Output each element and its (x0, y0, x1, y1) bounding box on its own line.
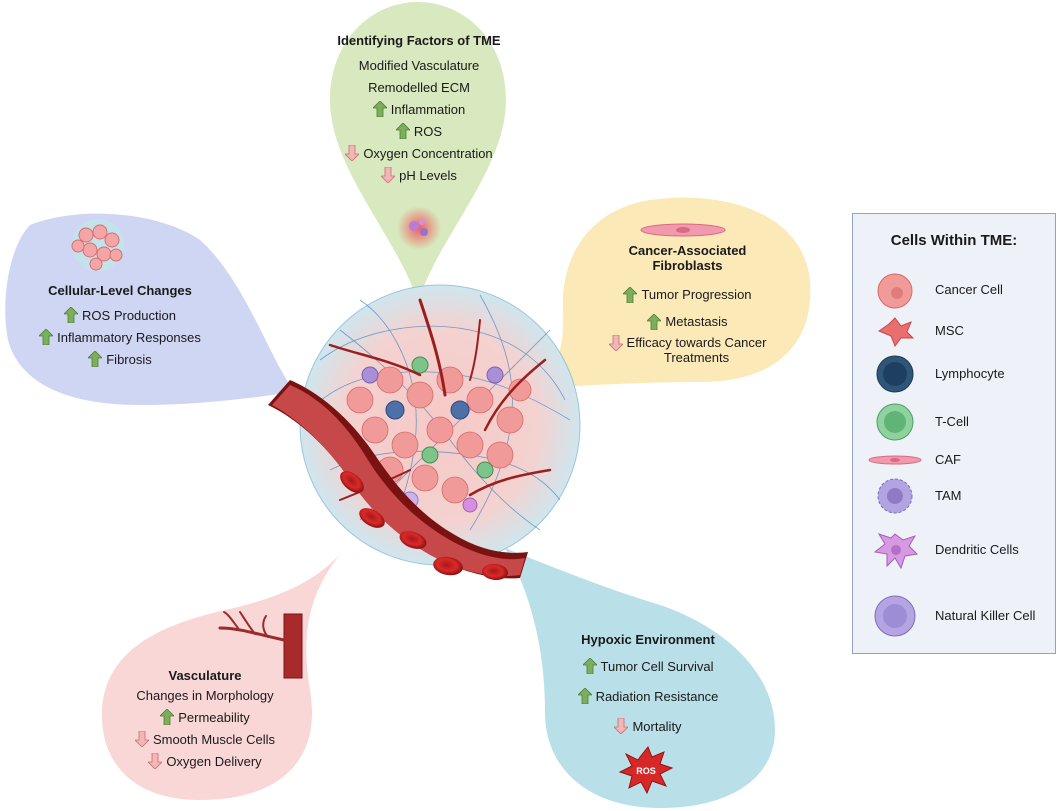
up-arrow-icon (160, 709, 175, 725)
cell-dot (419, 219, 425, 225)
legend-item-label: MSC (935, 323, 964, 338)
panel-item: Efficacy towards Cancer Treatments (605, 335, 770, 365)
cell-dot (420, 228, 428, 236)
panel-item: Metastasis (605, 308, 770, 335)
tumor-cluster-glow-icon (397, 206, 441, 250)
t-cell-icon (876, 403, 914, 441)
panel-item: Changes in Morphology (120, 684, 290, 706)
panel-item-label: Oxygen Delivery (166, 753, 262, 769)
panel-item-label: Modified Vasculature (358, 57, 480, 73)
legend-item-label: Cancer Cell (935, 282, 1003, 297)
panel-item-label: Fibrosis (106, 351, 152, 367)
panel-item-label: Changes in Morphology (136, 687, 274, 703)
panel-item: Inflammation (336, 98, 502, 120)
nk-cell-icon (874, 595, 916, 637)
panel-item: Radiation Resistance (548, 681, 748, 711)
panel-item: Tumor Progression (605, 281, 770, 308)
up-arrow-icon (647, 313, 662, 330)
down-arrow-icon (345, 145, 360, 161)
panel-cancer-associated-fibroblasts: Cancer-Associated Fibroblasts Tumor Prog… (605, 243, 770, 365)
panel-title: Cellular-Level Changes (48, 283, 192, 298)
up-arrow-icon (88, 351, 103, 367)
panel-bottom-left-droplet (101, 548, 345, 800)
down-arrow-icon (381, 167, 396, 183)
panel-item: Mortality (548, 711, 748, 741)
cancer-cell-icon (877, 273, 913, 309)
panel-item-label: ROS Production (82, 307, 176, 323)
legend-item-label: TAM (935, 488, 962, 503)
panel-item-label: Tumor Progression (641, 287, 752, 302)
up-arrow-icon (39, 329, 54, 345)
panel-item: ROS Production (20, 304, 220, 326)
up-arrow-icon (64, 307, 79, 323)
tam-icon (877, 478, 913, 514)
legend-title: Cells Within TME: (890, 232, 1018, 249)
up-arrow-icon (623, 286, 638, 303)
vessel-branch-icon (218, 611, 303, 679)
panel-item: Remodelled ECM (336, 76, 502, 98)
panel-item-label: Tumor Cell Survival (600, 658, 714, 674)
down-arrow-icon (134, 731, 149, 747)
panel-item-label: Inflammation (390, 101, 466, 117)
panel-item: pH Levels (336, 164, 502, 186)
panel-title: Cancer-Associated Fibroblasts (628, 243, 747, 273)
panel-item-label: Mortality (632, 718, 682, 734)
panel-item-label: Remodelled ECM (368, 79, 470, 95)
lymphocyte-icon (876, 355, 914, 393)
panel-item-label: Permeability (178, 709, 250, 725)
panel-identifying-factors: Identifying Factors of TME Modified Vasc… (336, 33, 502, 186)
panel-item-label: ROS (413, 123, 443, 139)
panel-item-label: Efficacy towards Cancer Treatments (626, 335, 767, 365)
caf-icon (868, 455, 922, 465)
panel-title: Hypoxic Environment (581, 632, 715, 647)
up-arrow-icon (395, 123, 410, 139)
panel-left-droplet (5, 213, 296, 405)
panel-top-droplet (330, 2, 506, 303)
panel-item: Modified Vasculature (336, 54, 502, 76)
msc-icon (877, 317, 915, 348)
panel-item: Inflammatory Responses (20, 326, 220, 348)
down-arrow-icon (148, 753, 163, 769)
ros-badge-label: ROS (636, 766, 656, 776)
up-arrow-icon (372, 101, 387, 117)
caf-nucleus (676, 227, 690, 233)
panel-item: Permeability (120, 706, 290, 728)
panel-right-droplet (545, 197, 811, 388)
cell-cluster-icon (409, 221, 419, 231)
legend-item-label: Lymphocyte (935, 366, 1005, 381)
legend-item-label: Natural Killer Cell (935, 608, 1036, 623)
legend-item-label: CAF (935, 452, 961, 467)
legend-item-label: Dendritic Cells (935, 542, 1019, 557)
cellular-cluster-icon (71, 219, 124, 271)
panel-item-label: Metastasis (665, 314, 728, 329)
legend-item-label: T-Cell (935, 414, 969, 429)
down-arrow-icon (614, 718, 629, 734)
legend-panel: Cells Within TME: (852, 213, 1056, 654)
blood-vessel-illustration (268, 380, 528, 581)
panel-item: Oxygen Delivery (120, 750, 290, 772)
panel-item: Tumor Cell Survival (548, 651, 748, 681)
panel-item: Oxygen Concentration (336, 142, 502, 164)
ros-burst-icon (618, 746, 674, 795)
panel-item: ROS (336, 120, 502, 142)
legend-icons (868, 273, 922, 637)
panel-item: Fibrosis (20, 348, 220, 370)
panel-title: Identifying Factors of TME (337, 33, 501, 48)
panel-bottom-right-droplet (505, 548, 775, 808)
panel-item-label: pH Levels (399, 167, 457, 183)
down-arrow-icon (608, 335, 623, 351)
dendritic-cell-icon (873, 533, 919, 570)
panel-item-label: Inflammatory Responses (57, 329, 201, 345)
panel-item-label: Smooth Muscle Cells (152, 731, 276, 747)
panel-item-label: Oxygen Concentration (363, 145, 493, 161)
panel-item-label: Radiation Resistance (595, 688, 719, 704)
panel-title: Vasculature (168, 668, 242, 683)
up-arrow-icon (582, 658, 597, 674)
panel-item: Smooth Muscle Cells (120, 728, 290, 750)
up-arrow-icon (577, 688, 592, 704)
